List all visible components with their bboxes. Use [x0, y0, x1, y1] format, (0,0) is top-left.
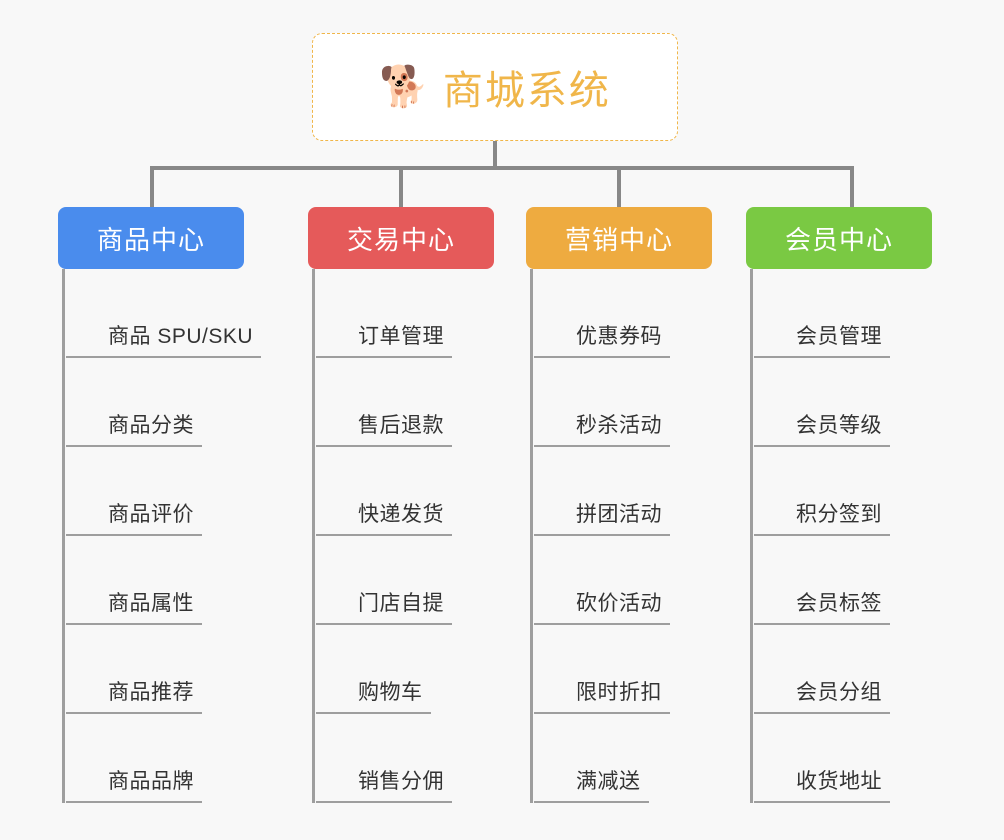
leaf-label: 售后退款	[358, 414, 444, 437]
list-item[interactable]: 商品分类	[62, 358, 244, 447]
list-item[interactable]: 商品属性	[62, 536, 244, 625]
leaf-spine-1	[312, 269, 315, 803]
leaf-label: 满减送	[576, 770, 641, 793]
leaf-label: 商品评价	[108, 503, 194, 526]
category-column-3: 会员中心 会员管理 会员等级 积分签到 会员标签 会员分组 收货地址	[746, 207, 932, 803]
leaf-label: 订单管理	[358, 325, 444, 348]
leaf-label: 拼团活动	[576, 503, 662, 526]
leaf-label: 限时折扣	[576, 681, 662, 704]
leaf-label: 商品品牌	[108, 770, 194, 793]
list-item[interactable]: 销售分佣	[312, 714, 494, 803]
list-item[interactable]: 会员等级	[750, 358, 932, 447]
leaf-label: 门店自提	[358, 592, 444, 615]
list-item[interactable]: 限时折扣	[530, 625, 712, 714]
list-item[interactable]: 售后退款	[312, 358, 494, 447]
list-item[interactable]: 门店自提	[312, 536, 494, 625]
leaf-label: 商品推荐	[108, 681, 194, 704]
root-node-title: 商城系统	[442, 69, 611, 113]
connector-drop-1	[399, 166, 403, 208]
leaf-label: 积分签到	[796, 503, 882, 526]
category-header-0[interactable]: 商品中心	[58, 207, 244, 269]
leaf-label: 商品 SPU/SKU	[108, 325, 254, 348]
list-item[interactable]: 收货地址	[750, 714, 932, 803]
leaf-label: 收货地址	[796, 770, 882, 793]
leaf-label: 砍价活动	[576, 592, 662, 615]
connector-drop-2	[617, 166, 621, 208]
list-item[interactable]: 快递发货	[312, 447, 494, 536]
list-item[interactable]: 优惠券码	[530, 269, 712, 358]
leaf-spine-0	[62, 269, 65, 803]
list-item[interactable]: 会员分组	[750, 625, 932, 714]
leaf-label: 购物车	[358, 681, 423, 704]
leaf-spine-2	[530, 269, 533, 803]
leaf-label: 会员分组	[796, 681, 882, 704]
connector-root-stem	[493, 141, 497, 169]
list-item[interactable]: 商品评价	[62, 447, 244, 536]
category-header-2[interactable]: 营销中心	[526, 207, 712, 269]
leaf-label: 优惠券码	[576, 325, 662, 348]
leaf-spine-3	[750, 269, 753, 803]
category-label-1: 交易中心	[346, 224, 455, 255]
list-item[interactable]: 拼团活动	[530, 447, 712, 536]
category-label-0: 商品中心	[96, 224, 205, 255]
connector-drop-3	[850, 166, 854, 208]
category-label-2: 营销中心	[564, 224, 673, 255]
leaf-label: 销售分佣	[358, 770, 444, 793]
list-item[interactable]: 订单管理	[312, 269, 494, 358]
shiba-dog-emoji: 🐕	[379, 65, 429, 109]
list-item[interactable]: 秒杀活动	[530, 358, 712, 447]
category-column-2: 营销中心 优惠券码 秒杀活动 拼团活动 砍价活动 限时折扣 满减送	[526, 207, 712, 803]
leaf-label: 商品属性	[108, 592, 194, 615]
list-item[interactable]: 会员管理	[750, 269, 932, 358]
connector-drop-0	[150, 166, 154, 208]
leaf-label: 商品分类	[108, 414, 194, 437]
category-header-3[interactable]: 会员中心	[746, 207, 932, 269]
leaf-list-1: 订单管理 售后退款 快递发货 门店自提 购物车 销售分佣	[308, 269, 494, 803]
list-item[interactable]: 商品 SPU/SKU	[62, 269, 262, 358]
leaf-label: 会员等级	[796, 414, 882, 437]
list-item[interactable]: 商品品牌	[62, 714, 244, 803]
list-item[interactable]: 砍价活动	[530, 536, 712, 625]
leaf-label: 会员标签	[796, 592, 882, 615]
list-item[interactable]: 商品推荐	[62, 625, 244, 714]
root-node-mall-system[interactable]: 🐕 商城系统	[312, 33, 678, 141]
leaf-label: 快递发货	[358, 503, 444, 526]
leaf-label: 秒杀活动	[576, 414, 662, 437]
list-item[interactable]: 满减送	[530, 714, 712, 803]
list-item[interactable]: 购物车	[312, 625, 494, 714]
category-label-3: 会员中心	[784, 224, 893, 255]
category-column-1: 交易中心 订单管理 售后退款 快递发货 门店自提 购物车 销售分佣	[308, 207, 494, 803]
leaf-list-0: 商品 SPU/SKU 商品分类 商品评价 商品属性 商品推荐 商品品牌	[58, 269, 262, 803]
list-item[interactable]: 积分签到	[750, 447, 932, 536]
category-header-1[interactable]: 交易中心	[308, 207, 494, 269]
list-item[interactable]: 会员标签	[750, 536, 932, 625]
leaf-list-2: 优惠券码 秒杀活动 拼团活动 砍价活动 限时折扣 满减送	[526, 269, 712, 803]
leaf-list-3: 会员管理 会员等级 积分签到 会员标签 会员分组 收货地址	[746, 269, 932, 803]
connector-horizontal-bus	[150, 166, 854, 170]
category-column-0: 商品中心 商品 SPU/SKU 商品分类 商品评价 商品属性 商品推荐 商品品牌	[58, 207, 262, 803]
leaf-label: 会员管理	[796, 325, 882, 348]
